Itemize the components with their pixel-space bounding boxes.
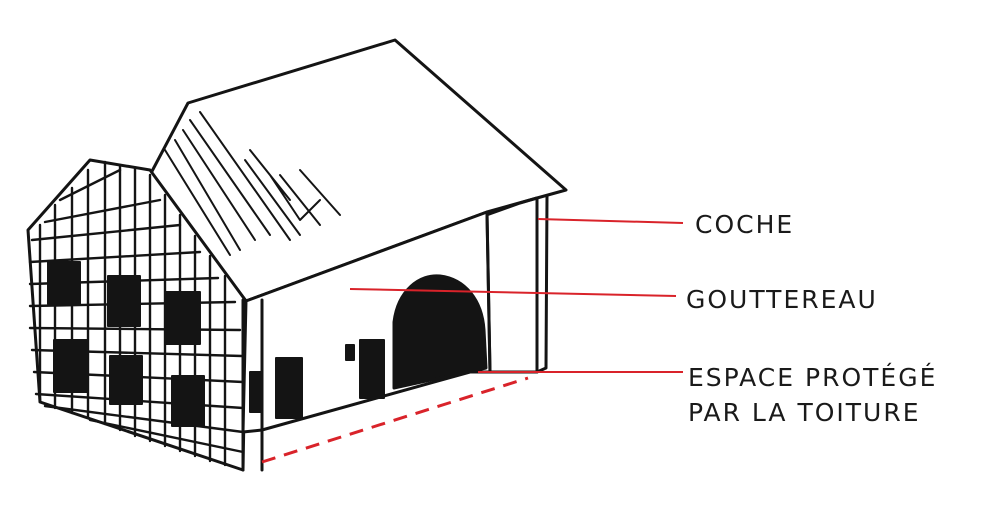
label-coche: COCHE	[695, 212, 794, 238]
label-espace-line2: PAR LA TOITURE	[688, 400, 921, 426]
label-gouttereau: GOUTTEREAU	[686, 287, 878, 313]
end-post-outer	[537, 196, 547, 372]
arched-door	[394, 276, 486, 388]
label-espace-line1: ESPACE PROTÉGÉ	[688, 365, 937, 391]
leader-coche	[538, 219, 683, 223]
